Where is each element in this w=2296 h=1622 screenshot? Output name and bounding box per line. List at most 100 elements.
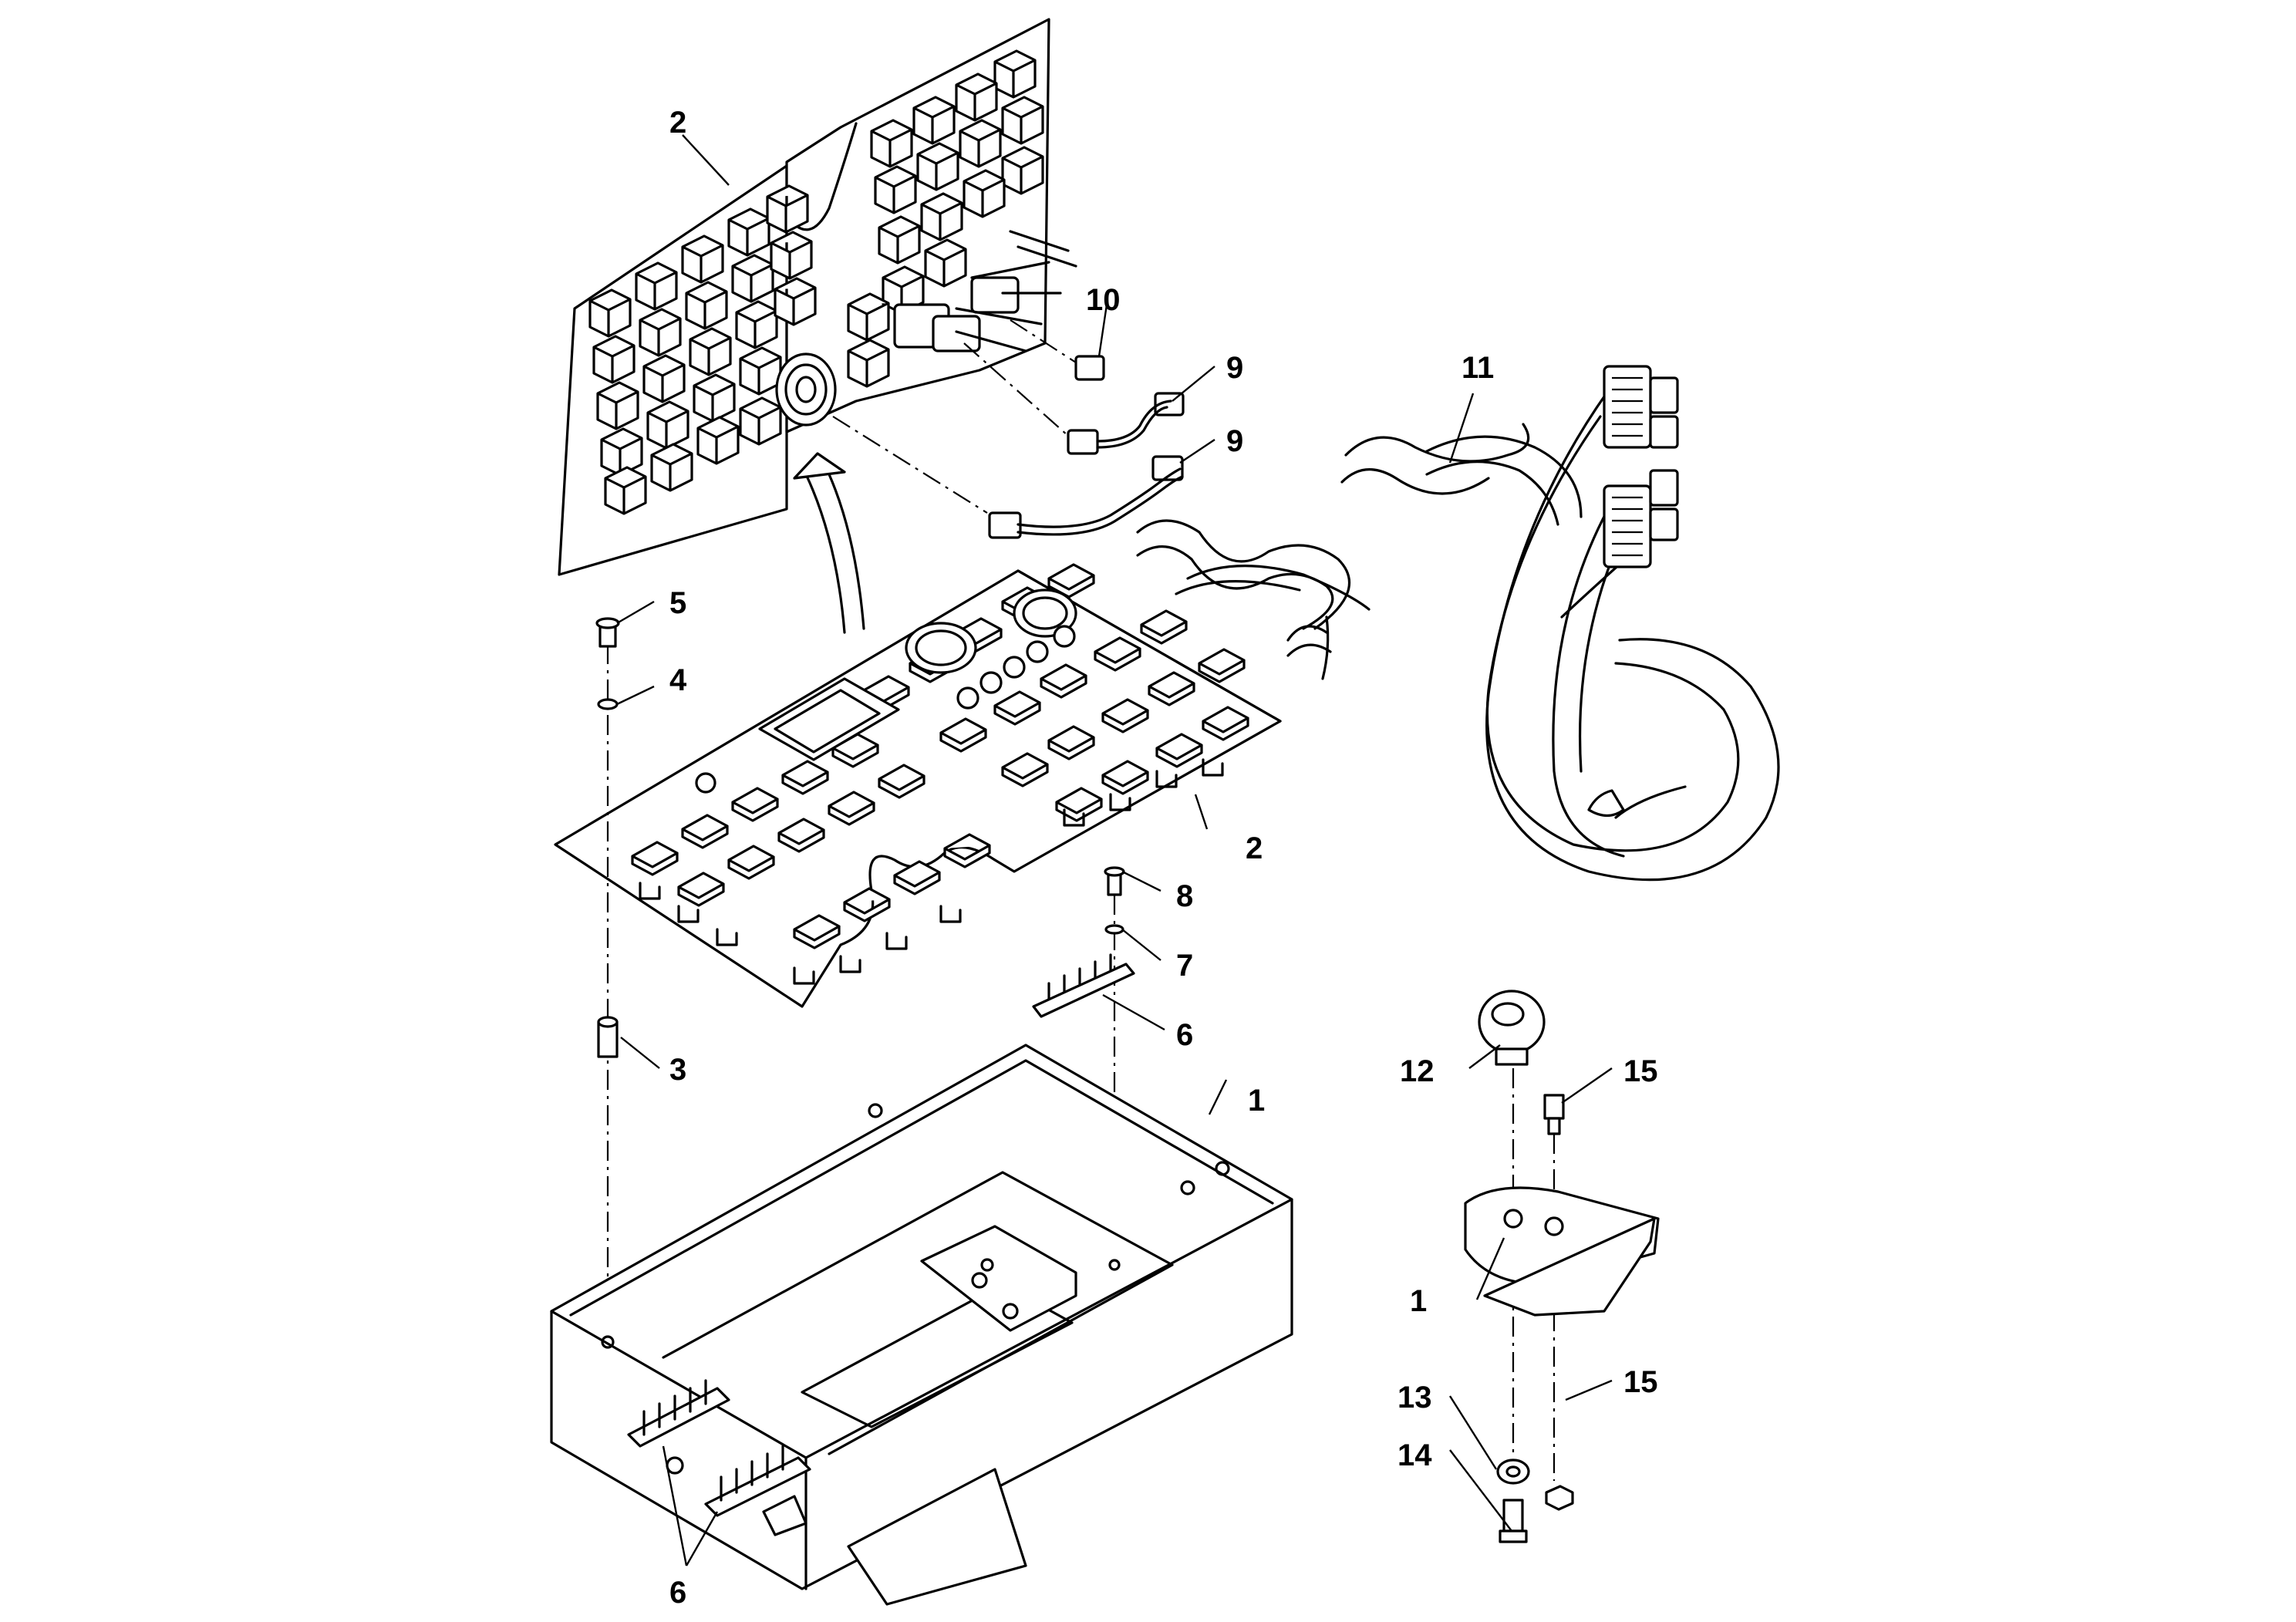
relay-block xyxy=(924,238,967,288)
relay-block xyxy=(588,288,632,338)
panel-switch xyxy=(1055,787,1103,822)
relay-block xyxy=(600,427,643,477)
panel-switch xyxy=(777,818,825,853)
relay-block xyxy=(878,215,921,265)
shift-knob-bracket-assembly xyxy=(1464,990,1660,1543)
relay-block xyxy=(963,169,1006,218)
callout-4: 4 xyxy=(669,663,687,697)
callout-15-a: 15 xyxy=(1623,1054,1658,1088)
relay-block xyxy=(596,381,639,430)
panel-switch xyxy=(1202,706,1249,741)
relay-block xyxy=(1001,96,1044,145)
panel-switch xyxy=(1140,609,1188,645)
callout-7: 7 xyxy=(1176,949,1193,983)
relay-block xyxy=(735,300,778,349)
panel-switch xyxy=(781,760,829,795)
relay-block xyxy=(646,400,689,450)
relay-block xyxy=(731,254,774,303)
relay-block xyxy=(685,281,728,330)
relay-blocks-right xyxy=(847,49,1044,388)
panel-switch xyxy=(828,791,875,826)
panel-switch xyxy=(1047,725,1095,760)
console-box xyxy=(550,1044,1293,1606)
callout-9-b: 9 xyxy=(1226,424,1243,458)
relay-block xyxy=(1001,146,1044,195)
harness-9-10 xyxy=(988,355,1185,539)
panel-switch xyxy=(677,872,725,907)
relay-block xyxy=(959,119,1002,168)
relay-block xyxy=(916,142,959,191)
relay-block xyxy=(870,119,913,168)
panel-switch xyxy=(1198,648,1246,683)
control-panel xyxy=(554,563,1282,1008)
panel-switch xyxy=(893,860,941,895)
relay-block xyxy=(592,335,636,384)
relay-block xyxy=(766,184,809,234)
relay-block xyxy=(642,354,686,403)
panel-switch xyxy=(843,887,891,922)
relay-block xyxy=(604,466,647,515)
relay-block xyxy=(920,192,963,241)
relay-block xyxy=(739,396,782,446)
relay-block xyxy=(847,292,890,342)
callout-2-panel: 2 xyxy=(1246,831,1263,865)
relay-block xyxy=(650,443,693,492)
relay-block xyxy=(770,231,813,280)
panel-switch xyxy=(793,914,841,949)
relay-block xyxy=(739,346,782,396)
relay-block xyxy=(693,373,736,423)
panel-switch xyxy=(943,833,991,868)
relay-block xyxy=(689,327,732,376)
routing-line-3 xyxy=(1010,319,1077,363)
callout-5: 5 xyxy=(669,586,686,620)
panel-switch xyxy=(1001,752,1049,787)
leader-lines xyxy=(616,134,1613,1566)
callout-1-bracket: 1 xyxy=(1410,1284,1427,1318)
relay-block xyxy=(993,49,1037,99)
panel-switch xyxy=(1148,671,1195,706)
callout-9-a: 9 xyxy=(1226,351,1243,385)
callout-15-b: 15 xyxy=(1623,1365,1658,1399)
callout-14: 14 xyxy=(1397,1438,1432,1472)
panel-switch xyxy=(1101,760,1149,795)
callout-6-bottom: 6 xyxy=(669,1576,686,1610)
relay-block xyxy=(635,261,678,311)
panel-switch xyxy=(939,717,987,753)
relay-block xyxy=(774,277,817,326)
relay-blocks-left xyxy=(588,184,817,515)
callout-labels: 1 1 2 2 3 4 5 6 6 7 8 9 9 10 11 12 13 14… xyxy=(669,106,1658,1610)
right-hardware-stack xyxy=(1032,866,1135,1265)
relay-block xyxy=(874,165,917,214)
callout-11: 11 xyxy=(1462,351,1494,385)
callout-12: 12 xyxy=(1400,1054,1435,1088)
panel-switch xyxy=(681,814,729,849)
panel-switch xyxy=(1094,636,1141,672)
panel-switch xyxy=(1155,733,1203,768)
callout-3: 3 xyxy=(669,1053,686,1087)
panel-switch xyxy=(727,845,775,880)
callout-6-strip: 6 xyxy=(1176,1018,1193,1052)
panel-switches xyxy=(631,563,1249,949)
routing-line-1 xyxy=(832,416,988,514)
routing-line-2 xyxy=(963,342,1069,437)
callout-8: 8 xyxy=(1176,879,1193,913)
relay-block xyxy=(912,96,956,145)
assembly-direction-arrow xyxy=(793,452,865,634)
relay-block xyxy=(847,339,890,388)
callout-10: 10 xyxy=(1086,283,1121,317)
relay-block xyxy=(727,207,770,257)
panel-switch xyxy=(878,764,925,799)
callout-1-box: 1 xyxy=(1248,1084,1265,1118)
relay-block xyxy=(639,308,682,357)
relay-block xyxy=(696,416,740,465)
panel-switch xyxy=(1040,663,1087,699)
relay-panel-plate xyxy=(558,18,1077,576)
relay-block xyxy=(681,234,724,284)
left-hardware-stack xyxy=(595,617,620,1323)
panel-switch xyxy=(631,841,679,876)
callout-2-top: 2 xyxy=(669,106,686,140)
panel-switch xyxy=(1101,698,1149,733)
panel-switch xyxy=(731,787,779,822)
callout-13: 13 xyxy=(1397,1381,1432,1415)
